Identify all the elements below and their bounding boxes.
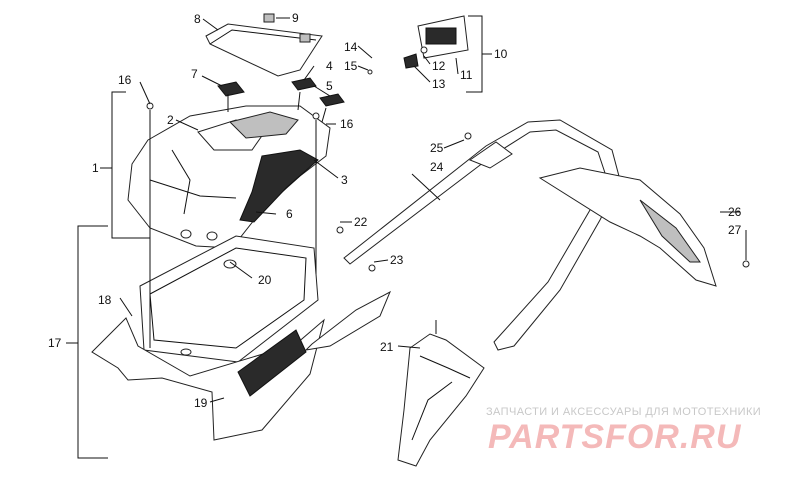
callout-20: 20 [258,273,272,287]
bumper-strip-part [397,333,485,467]
bracket-1 [100,91,150,239]
callout-12: 12 [432,59,446,73]
callout-4: 4 [326,59,333,73]
callout-7: 7 [191,67,198,81]
callout-18: 18 [98,293,112,307]
callout-16-right: 16 [340,117,354,131]
trim-strip-part [304,290,391,351]
callout-9: 9 [292,11,299,25]
tail-light-part [367,15,469,75]
callout-25: 25 [430,141,444,155]
pad-5-part [319,93,345,107]
callout-27: 27 [728,223,742,237]
callout-24: 24 [430,160,444,174]
callout-16-left: 16 [118,73,132,87]
rear-panel-part [91,317,325,441]
bracket-17 [66,225,108,459]
callout-14: 14 [344,40,358,54]
callout-8: 8 [194,12,201,26]
pad-7-part [217,81,245,97]
callout-10: 10 [494,47,508,61]
watermark-caption: ЗАПЧАСТИ И АКСЕССУАРЫ ДЛЯ МОТОТЕХНИКИ [486,406,762,418]
callout-26: 26 [728,205,742,219]
callout-6: 6 [286,207,293,221]
callout-21: 21 [380,340,394,354]
watermark-logo: PARTSFOR.RU [488,418,742,456]
grab-bar-part [343,119,621,351]
callout-3: 3 [341,173,348,187]
bracket-10 [466,15,492,93]
callout-11: 11 [460,68,473,82]
fasteners [146,102,750,272]
callout-5: 5 [326,79,333,93]
leader-lines [119,17,747,403]
callout-19: 19 [194,396,208,410]
callout-22: 22 [354,215,368,229]
seat-plate-part [205,13,323,77]
seat-cowl-part [127,105,331,249]
callout-17: 17 [48,336,62,350]
callout-23: 23 [390,253,404,267]
mud-flap-part [538,167,717,287]
callout-13: 13 [432,77,446,91]
callout-1: 1 [92,161,99,175]
callout-2: 2 [167,113,174,127]
callout-15: 15 [344,59,358,73]
